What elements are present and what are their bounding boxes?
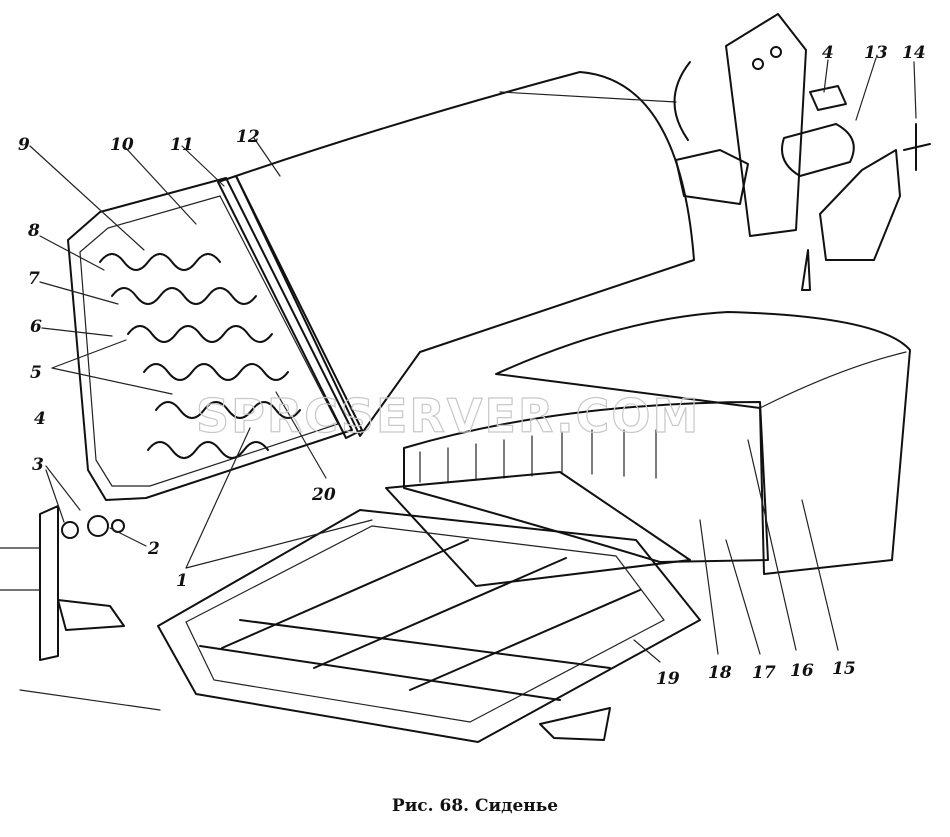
hinge-assembly [675,13,931,291]
callout-labels: 1 2 3 4 4 5 6 7 8 9 10 11 12 13 14 15 16… [18,43,926,689]
backrest-cushion [235,71,695,437]
callout-1: 1 [176,571,188,591]
callout-18: 18 [708,663,732,683]
callout-16: 16 [790,661,814,681]
watermark: SPRCSERVER.COM [196,389,700,443]
callout-14: 14 [902,43,926,63]
seat-frame [157,509,701,743]
callout-3: 3 [32,455,44,475]
callout-19: 19 [656,669,680,689]
callout-10: 10 [110,135,134,155]
callout-2: 2 [147,539,160,559]
callout-5: 5 [30,363,42,383]
callout-17: 17 [752,663,776,683]
callout-13: 13 [864,43,888,63]
mount-bracket [0,505,161,711]
callout-20: 20 [311,485,336,505]
callout-11: 11 [170,135,194,155]
figure-caption: Рис. 68. Сиденье [391,796,559,816]
callout-7: 7 [28,269,40,289]
seat-cushion [495,311,911,575]
callout-6: 6 [30,317,42,337]
callout-8: 8 [27,221,40,241]
callout-9: 9 [18,135,30,155]
callout-12: 12 [236,127,260,147]
backrest-side-trim [217,175,363,439]
hinge-leader-line [499,91,677,103]
seat-cushion-front [759,351,907,409]
callout-4-bracket: 4 [34,409,46,429]
leader-lines [29,57,917,663]
hinge-bracket-arc [673,61,691,141]
zigzag-springs [99,253,301,459]
callout-15: 15 [832,659,856,679]
callout-4-hinge: 4 [822,43,834,63]
seat-padding [385,401,769,587]
pin-detail [539,707,611,741]
backrest-frame [67,177,353,501]
